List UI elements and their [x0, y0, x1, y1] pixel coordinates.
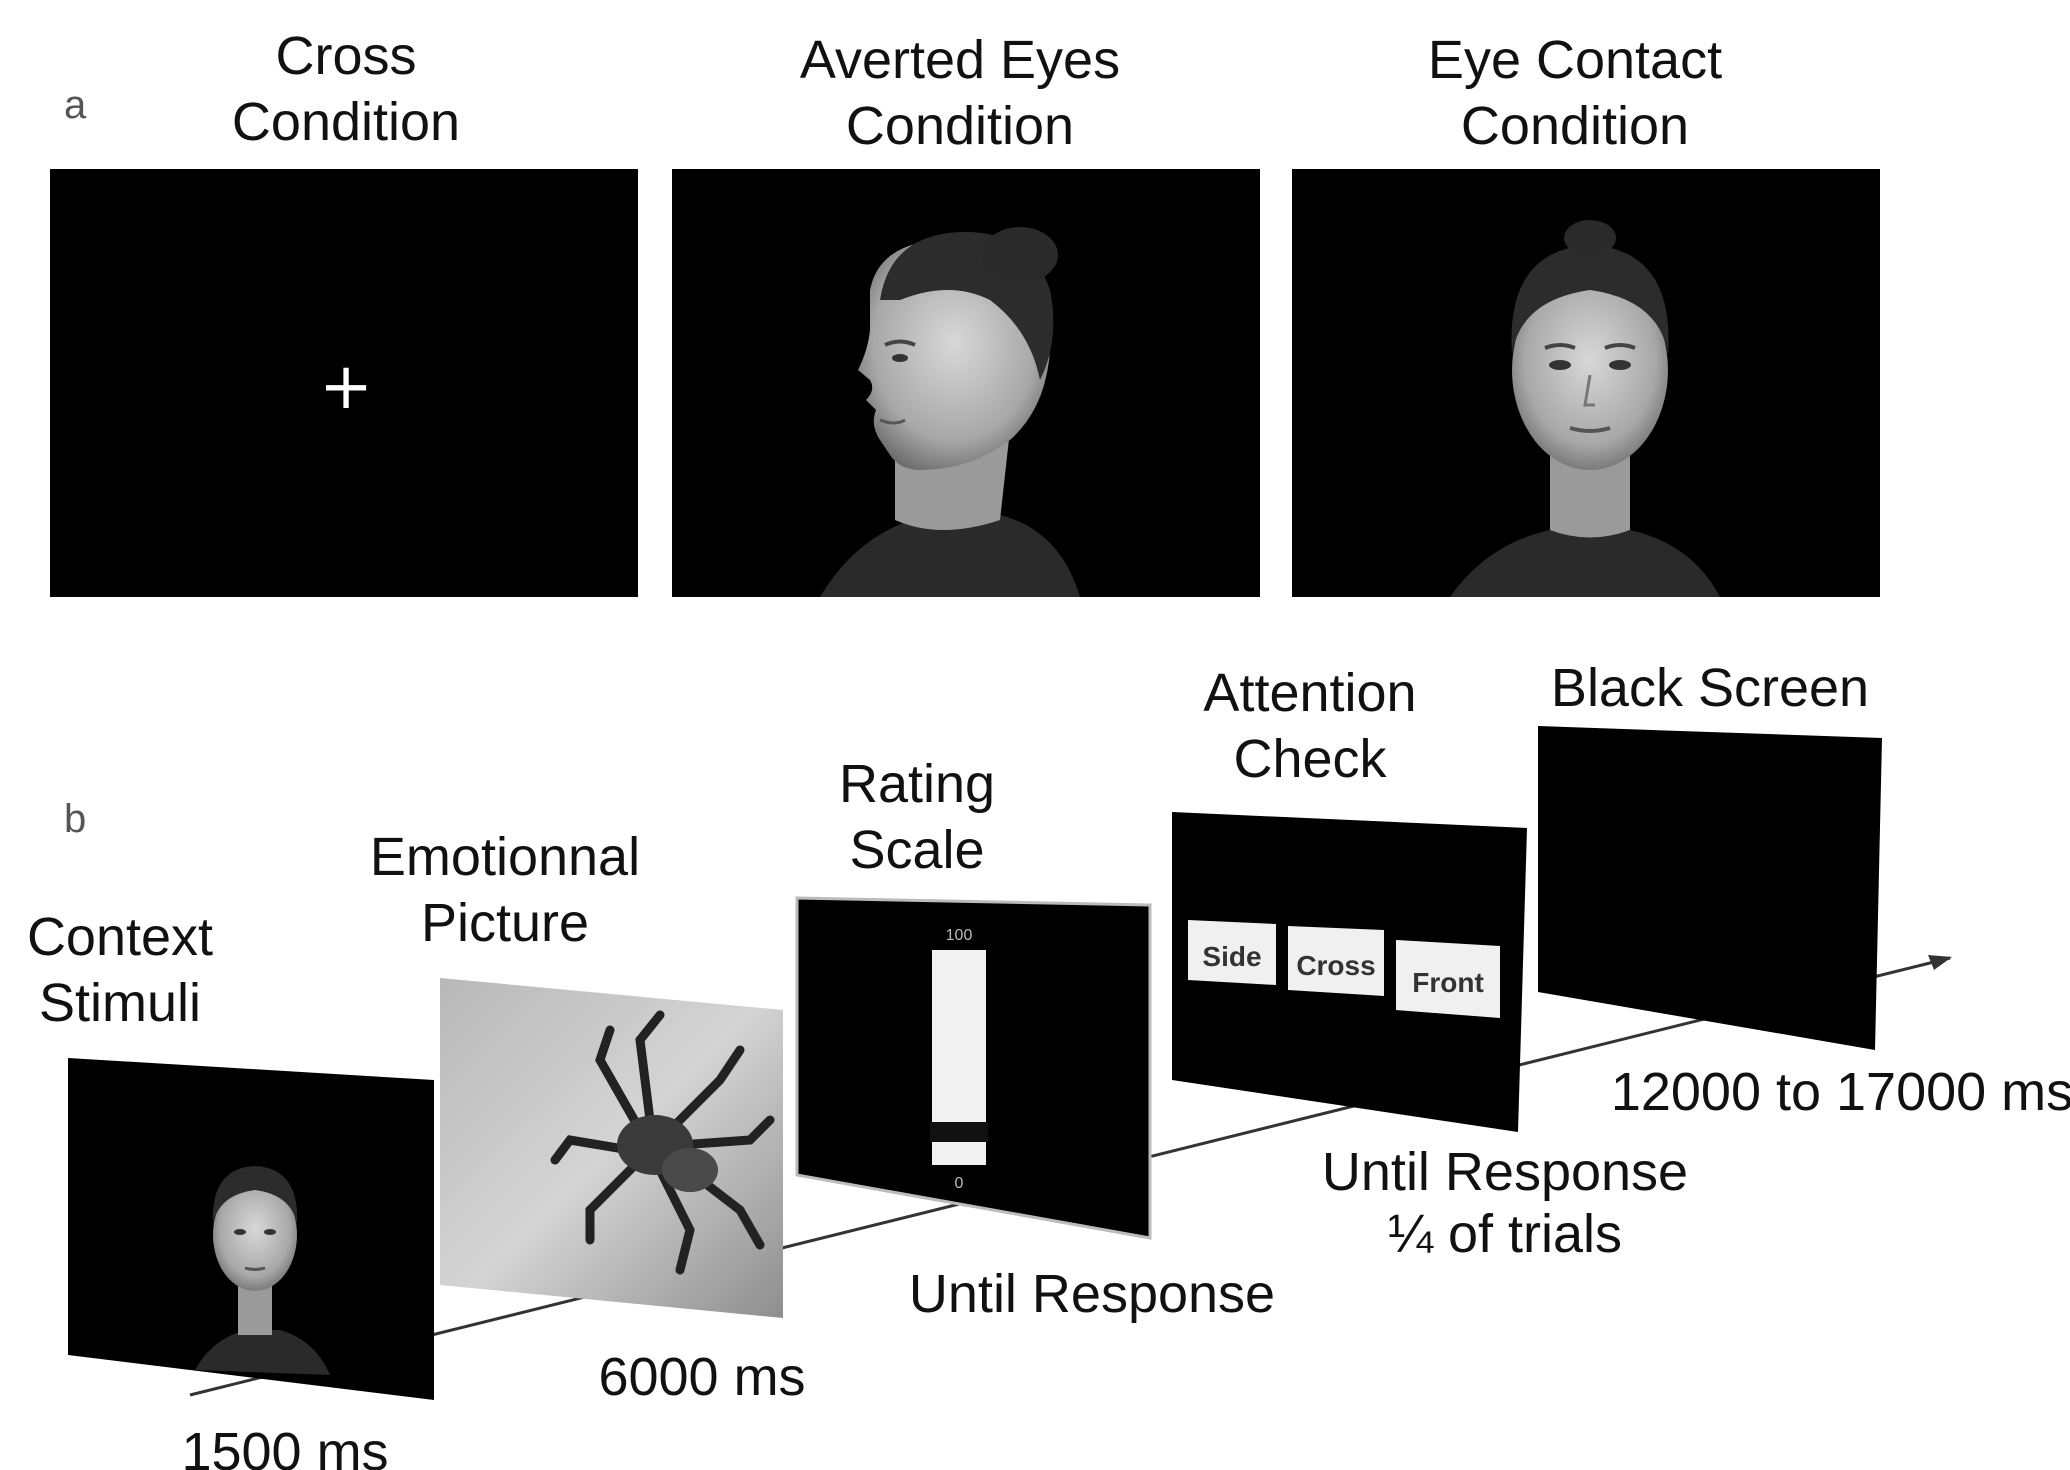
timeline-arrowhead-icon	[1928, 955, 1952, 970]
step-rating-scale: Rating Scale 100 0 Until Response	[795, 754, 1275, 1324]
step-attention-check: Attention Check Side Cross Front Until R…	[1172, 663, 1688, 1264]
face-profile-icon	[820, 227, 1080, 597]
option-side-button[interactable]: Side	[1188, 920, 1276, 985]
attention-check-label-line2: Check	[1233, 729, 1387, 789]
cross-condition: Cross Condition +	[50, 26, 638, 597]
rating-scale-slider-handle[interactable]	[930, 1122, 988, 1142]
rating-scale-min-label: 0	[955, 1175, 964, 1192]
panel-a-letter: a	[64, 83, 87, 127]
emotional-picture-label-line1: Emotionnal	[370, 827, 640, 887]
attention-check-label-line1: Attention	[1203, 663, 1416, 723]
spider-abdomen-icon	[662, 1148, 718, 1192]
attention-check-duration-line1: Until Response	[1322, 1142, 1688, 1202]
rating-scale-max-label: 100	[946, 927, 973, 944]
eye-contact-title-line1: Eye Contact	[1428, 30, 1722, 90]
context-stimuli-label-line1: Context	[27, 907, 213, 967]
rating-scale-label-line1: Rating	[839, 754, 995, 814]
option-front-button[interactable]: Front	[1396, 940, 1500, 1018]
emotional-picture-label-line2: Picture	[421, 893, 589, 953]
averted-eyes-title-line1: Averted Eyes	[800, 30, 1120, 90]
option-cross-label: Cross	[1296, 950, 1375, 981]
cross-condition-title-line1: Cross	[275, 26, 416, 86]
step-black-screen: Black Screen 12000 to 17000 ms	[1538, 658, 2070, 1122]
black-screen-duration: 12000 to 17000 ms	[1611, 1062, 2070, 1122]
eye-contact-condition: Eye Contact Condition	[1292, 30, 1880, 597]
face-frontal-small-icon	[195, 1166, 330, 1375]
emotional-picture-duration: 6000 ms	[598, 1347, 805, 1407]
face-frontal-icon	[1450, 220, 1720, 597]
rating-scale-duration: Until Response	[909, 1264, 1275, 1324]
step-emotional-picture: Emotionnal Picture 6000 ms	[370, 827, 806, 1407]
rating-scale-label-line2: Scale	[849, 820, 984, 880]
option-front-label: Front	[1412, 967, 1484, 998]
context-stimuli-duration: 1500 ms	[181, 1422, 388, 1470]
context-stimuli-label-line2: Stimuli	[39, 973, 201, 1033]
attention-check-duration-line2: ¼ of trials	[1388, 1204, 1622, 1264]
option-cross-button[interactable]: Cross	[1288, 926, 1384, 996]
eye-contact-title-line2: Condition	[1461, 96, 1689, 156]
panel-b-letter: b	[64, 797, 86, 841]
cross-condition-screen	[50, 169, 638, 597]
black-screen-label: Black Screen	[1551, 658, 1869, 718]
step-context-stimuli: Context Stimuli 1500 ms	[27, 907, 434, 1470]
black-screen-screen	[1538, 726, 1882, 1050]
fixation-cross-icon: +	[319, 350, 373, 424]
averted-eyes-condition: Averted Eyes Condition	[672, 30, 1260, 597]
averted-eyes-title-line2: Condition	[846, 96, 1074, 156]
option-side-label: Side	[1202, 941, 1261, 972]
cross-condition-title-line2: Condition	[232, 92, 460, 152]
